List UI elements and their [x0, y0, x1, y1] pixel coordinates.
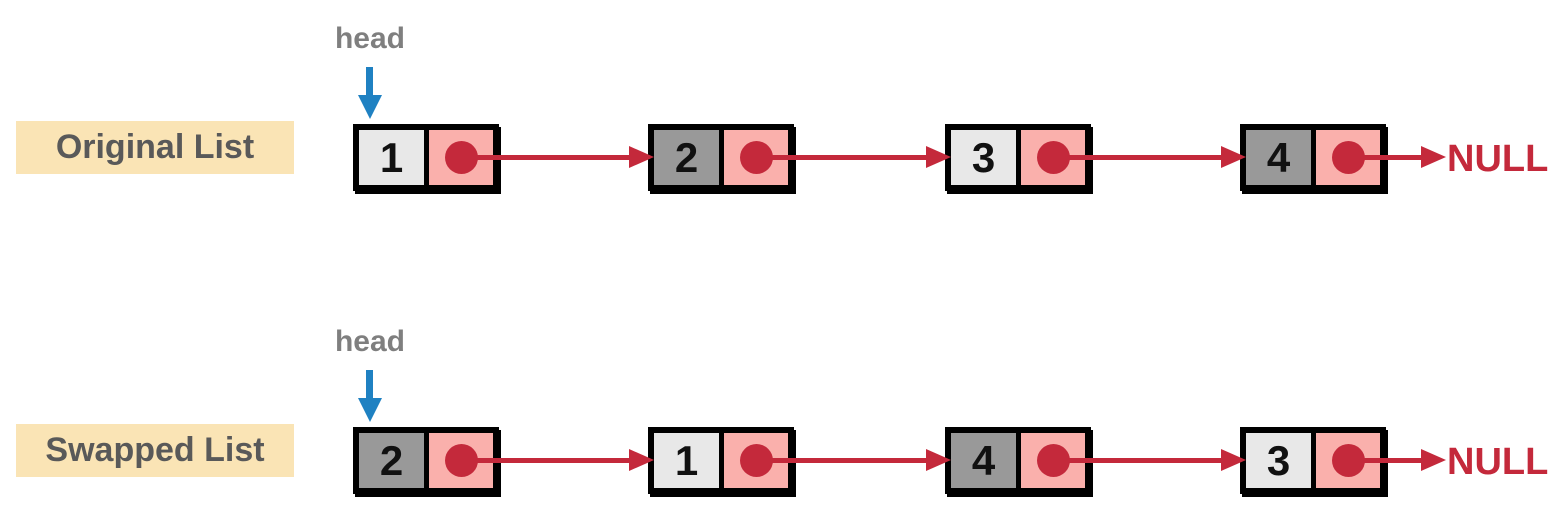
arrow-line	[459, 458, 632, 463]
head-arrow-tip	[358, 398, 382, 422]
node-value-cell: 2	[654, 130, 724, 185]
head-arrow-tip	[358, 95, 382, 119]
node-value-cell: 4	[951, 433, 1021, 488]
arrow-head	[1221, 449, 1246, 471]
arrow-head	[1221, 146, 1246, 168]
node-value-cell: 1	[359, 130, 429, 185]
node-value-cell: 1	[654, 433, 724, 488]
head-arrow-icon	[358, 67, 382, 119]
arrow-head	[1421, 449, 1446, 471]
arrow-line	[754, 155, 929, 160]
arrow-head	[926, 146, 951, 168]
next-arrow-icon	[754, 449, 951, 471]
arrow-line	[1051, 458, 1224, 463]
next-arrow-icon	[1051, 146, 1246, 168]
node-value-cell: 4	[1246, 130, 1316, 185]
null-terminator-label: NULL	[1447, 441, 1549, 483]
next-arrow-icon	[459, 449, 654, 471]
head-pointer-label: head	[334, 325, 406, 358]
list-title-badge: Original List	[16, 121, 294, 174]
arrow-line	[1346, 458, 1424, 463]
arrow-line	[1051, 155, 1224, 160]
arrow-line	[754, 458, 929, 463]
arrow-head	[629, 449, 654, 471]
arrow-line	[1346, 155, 1424, 160]
swapped-list-row: Swapped List head 2 1 4 3 NULL	[0, 303, 1568, 516]
arrow-line	[459, 155, 632, 160]
head-arrow-icon	[358, 370, 382, 422]
node-value-cell: 2	[359, 433, 429, 488]
head-pointer-label: head	[334, 22, 406, 55]
arrow-head	[1421, 146, 1446, 168]
arrow-head	[926, 449, 951, 471]
arrow-head	[629, 146, 654, 168]
next-arrow-icon	[754, 146, 951, 168]
null-arrow-icon	[1346, 146, 1446, 168]
node-value-cell: 3	[951, 130, 1021, 185]
node-value-cell: 3	[1246, 433, 1316, 488]
null-terminator-label: NULL	[1447, 138, 1549, 180]
next-arrow-icon	[1051, 449, 1246, 471]
list-node: 3	[945, 124, 1091, 191]
head-arrow-shaft	[366, 370, 373, 398]
original-list-row: Original List head 1 2 3 4 NULL	[0, 0, 1568, 213]
next-arrow-icon	[459, 146, 654, 168]
null-arrow-icon	[1346, 449, 1446, 471]
list-title-badge: Swapped List	[16, 424, 294, 477]
head-arrow-shaft	[366, 67, 373, 95]
